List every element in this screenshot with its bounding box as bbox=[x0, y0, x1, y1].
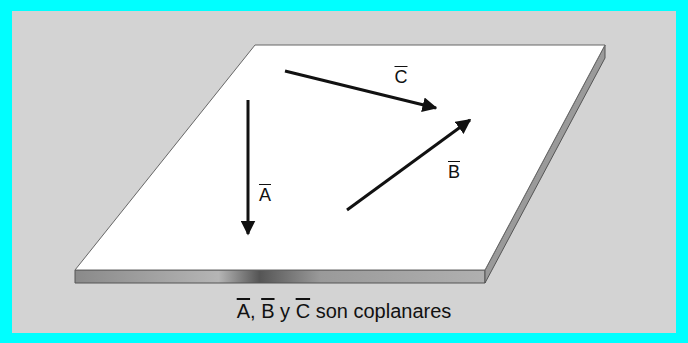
vector-label: C bbox=[395, 67, 408, 89]
vector-arrow bbox=[247, 100, 250, 234]
plane-surface bbox=[75, 45, 605, 270]
vector-label: A bbox=[259, 185, 271, 207]
background-panel bbox=[12, 11, 676, 333]
caption: A, B y C son coplanares bbox=[237, 299, 452, 323]
vector-label: B bbox=[448, 162, 460, 184]
vector-arrow bbox=[285, 71, 436, 108]
vector-arrow bbox=[347, 120, 470, 210]
plane-front-edge bbox=[75, 270, 485, 283]
